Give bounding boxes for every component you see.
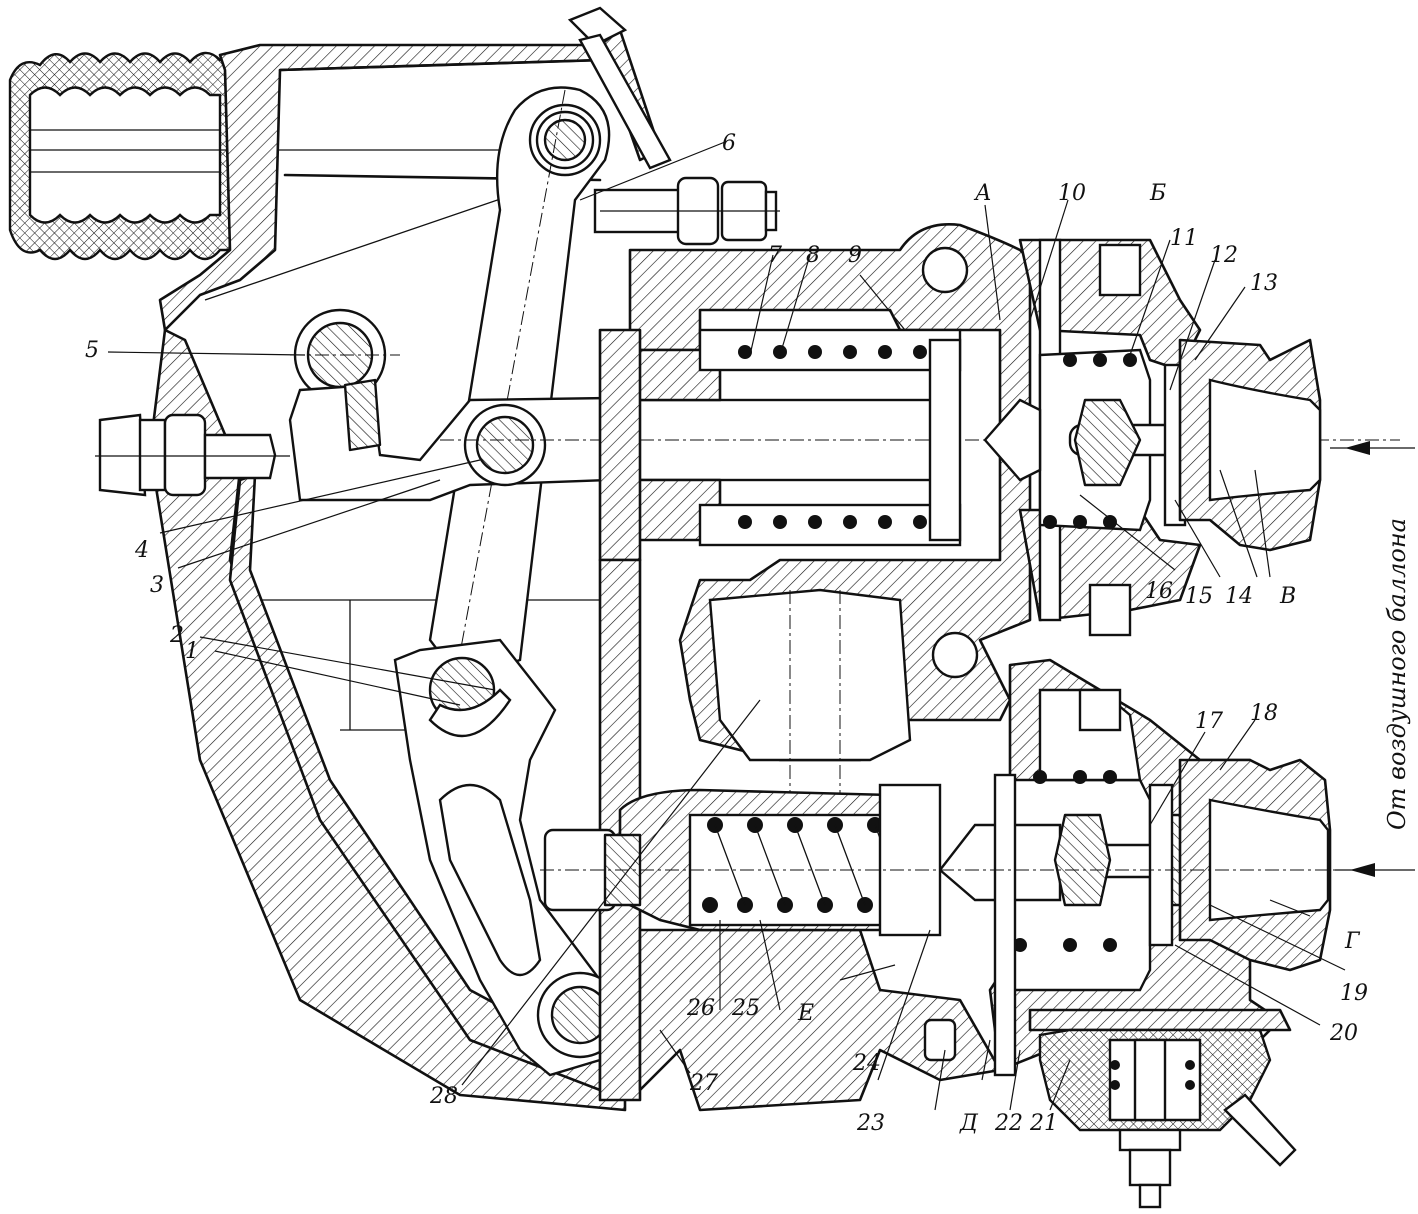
callout-27: 27	[689, 1071, 718, 1096]
callout-15: 15	[1185, 584, 1213, 609]
callout-20: 20	[1329, 1021, 1358, 1046]
pedal-lever	[428, 86, 611, 682]
callout-25: 25	[731, 996, 760, 1021]
callout-23: 23	[856, 1111, 885, 1136]
upper-spring-coils-top	[738, 345, 927, 359]
lower-valve-chamber	[938, 658, 1282, 1077]
callout-V: В	[1279, 584, 1296, 609]
callout-3: 3	[150, 573, 164, 598]
upper-inlet-fitting	[1088, 243, 1415, 637]
callout-7: 7	[768, 243, 782, 268]
callout-G: Г	[1344, 929, 1361, 954]
exhaust-valve	[923, 1008, 1297, 1209]
callout-14: 14	[1225, 584, 1253, 609]
callout-E: Е	[797, 1001, 814, 1026]
callout-8: 8	[806, 243, 820, 268]
callout-18: 18	[1250, 701, 1278, 726]
stop-screw-left	[95, 413, 290, 497]
callout-9: 9	[848, 243, 862, 268]
callout-28: 28	[429, 1084, 458, 1109]
top-bolt	[567, 6, 672, 170]
rocker-arm	[288, 308, 619, 502]
callout-4: 4	[134, 538, 149, 563]
callouts: 1 2 3 4 5 6 7 8 9 10 11 12 13 14 15 16 1…	[85, 131, 1368, 1136]
callout-A: А	[973, 181, 992, 206]
callout-10: 10	[1058, 181, 1086, 206]
stop-screw-upper	[593, 176, 780, 246]
callout-26: 26	[686, 996, 715, 1021]
callout-21: 21	[1029, 1111, 1058, 1136]
callout-1: 1	[185, 639, 199, 664]
callout-11: 11	[1170, 226, 1198, 251]
exhaust-spring-coils	[1110, 1060, 1195, 1090]
lower-inlet-fitting	[1178, 758, 1415, 972]
upper-spring-coils-bottom	[738, 515, 927, 529]
upper-spring	[698, 328, 962, 547]
leader-lines	[107, 141, 1346, 1111]
callout-19: 19	[1340, 981, 1368, 1006]
callout-B: Б	[1149, 181, 1166, 206]
lower-valve-spring-coils	[1013, 770, 1117, 952]
callout-2: 2	[169, 623, 184, 648]
callout-16: 16	[1145, 579, 1173, 604]
callout-22: 22	[994, 1111, 1023, 1136]
rubber-boot	[8, 51, 600, 261]
arrow-upper	[1345, 441, 1370, 455]
callout-D: Д	[959, 1111, 979, 1136]
callout-6: 6	[722, 131, 736, 156]
callout-12: 12	[1210, 243, 1238, 268]
callout-17: 17	[1195, 709, 1223, 734]
lower-spring	[540, 783, 1400, 937]
callout-24: 24	[852, 1051, 881, 1076]
callout-5: 5	[85, 338, 99, 363]
side-label: От воздушного баллона	[1383, 518, 1411, 830]
callout-13: 13	[1250, 271, 1278, 296]
arrow-lower	[1350, 863, 1375, 877]
upper-valve-spring-coils	[1043, 353, 1137, 529]
